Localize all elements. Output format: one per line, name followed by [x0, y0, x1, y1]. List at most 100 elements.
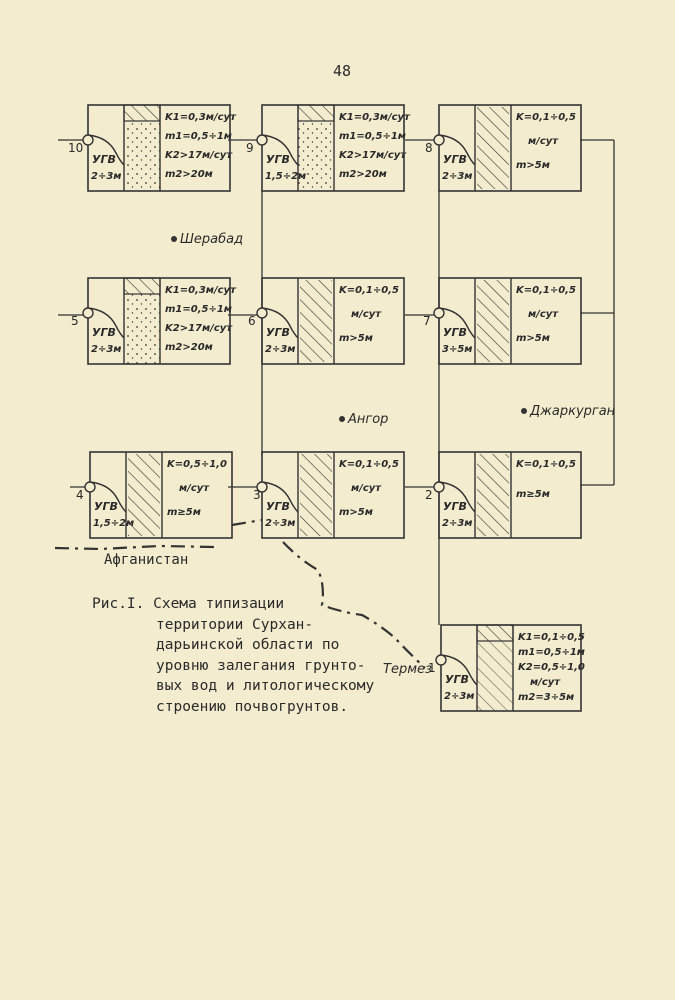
- water-level-curve: [87, 307, 125, 339]
- node-marker: [435, 654, 447, 666]
- water-level-curve: [438, 307, 476, 339]
- param-text: K2=0,5÷1,0: [518, 662, 585, 673]
- param-text: m2>20м: [339, 169, 387, 180]
- ugv-label: УГВ: [92, 153, 116, 166]
- ugv-label: УГВ: [94, 500, 118, 513]
- param-text: K1=0,1÷0,5: [518, 632, 585, 643]
- node-label: 2: [425, 488, 433, 502]
- node-label: 6: [248, 314, 256, 328]
- node-marker: [84, 481, 96, 493]
- node-marker: [433, 134, 445, 146]
- ugv-label: УГВ: [443, 153, 467, 166]
- param-text: м/сут: [528, 136, 559, 147]
- type-box-5: 5УГВ2÷3мK1=0,3м/сутm1=0,5÷1мK2>17м/сутm2…: [71, 277, 237, 365]
- param-text: K=0,1÷0,5: [516, 112, 576, 123]
- node-marker: [256, 481, 268, 493]
- ugv-depth: 1,5÷2м: [93, 518, 134, 529]
- water-level-curve: [89, 481, 127, 513]
- border-lines: [54, 518, 426, 669]
- node-marker: [433, 307, 445, 319]
- param-text: m2=3÷5м: [518, 692, 574, 703]
- param-text: m1=0,5÷1м: [165, 131, 232, 142]
- node-label: 1: [428, 661, 436, 675]
- param-text: m≥5м: [167, 507, 201, 518]
- ugv-label: УГВ: [92, 326, 116, 339]
- param-text: m>5м: [339, 507, 373, 518]
- caption-line: дарьинской области по: [156, 637, 340, 653]
- param-text: m>5м: [516, 333, 550, 344]
- param-text: K=0,5÷1,0: [167, 459, 227, 470]
- water-level-curve: [261, 481, 299, 513]
- param-text: K=0,1÷0,5: [516, 285, 576, 296]
- city-label: Термез: [383, 662, 432, 677]
- node-label: 10: [68, 141, 83, 155]
- node-label: 3: [253, 488, 261, 502]
- ugv-label: УГВ: [445, 673, 469, 686]
- city-label: Шерабад: [180, 232, 243, 247]
- param-text: K=0,1÷0,5: [339, 459, 399, 470]
- ugv-depth: 1,5÷2м: [265, 171, 306, 182]
- ugv-label: УГВ: [443, 500, 467, 513]
- param-text: m1=0,5÷1м: [339, 131, 406, 142]
- param-text: m2>20м: [165, 342, 213, 353]
- type-box-9: 9УГВ1,5÷2мK1=0,3м/сутm1=0,5÷1мK2>17м/сут…: [246, 104, 411, 192]
- node-label: 9: [246, 141, 254, 155]
- node-label: 4: [76, 488, 84, 502]
- param-text: m>5м: [339, 333, 373, 344]
- param-text: m≥5м: [516, 489, 550, 500]
- param-text: K1=0,3м/сут: [165, 285, 237, 296]
- param-text: K=0,1÷0,5: [516, 459, 576, 470]
- node-marker: [256, 307, 268, 319]
- ugv-depth: 3÷5м: [442, 344, 472, 355]
- water-level-curve: [438, 134, 476, 166]
- caption-line: уровню залегания грунто-: [156, 657, 366, 674]
- node-label: 7: [423, 314, 431, 328]
- node-marker: [82, 307, 94, 319]
- caption-line: Рис.I. Схема типизации: [92, 596, 285, 612]
- node-marker: [256, 134, 268, 146]
- param-text: м/сут: [530, 677, 561, 688]
- city-label: Ангор: [347, 412, 388, 427]
- city-dot: [521, 408, 527, 414]
- water-level-curve: [440, 654, 478, 686]
- city-label: Джаркурган: [529, 404, 616, 419]
- ugv-depth: 2÷3м: [265, 344, 295, 355]
- node-label: 8: [425, 141, 433, 155]
- city-dot: [171, 236, 177, 242]
- param-text: K2>17м/сут: [165, 150, 233, 161]
- type-boxes: 10УГВ2÷3мK1=0,3м/сутm1=0,5÷1мK2>17м/сутm…: [68, 104, 585, 712]
- param-text: м/сут: [351, 483, 382, 494]
- ugv-label: УГВ: [266, 500, 290, 513]
- param-text: K2>17м/сут: [165, 323, 233, 334]
- ugv-label: УГВ: [443, 326, 467, 339]
- type-box-10: 10УГВ2÷3мK1=0,3м/сутm1=0,5÷1мK2>17м/сутm…: [68, 104, 237, 192]
- param-text: м/сут: [179, 483, 210, 494]
- type-box-1: 1УГВ2÷3мK1=0,1÷0,5m1=0,5÷1мK2=0,5÷1,0м/с…: [428, 624, 585, 712]
- ugv-depth: 2÷3м: [442, 171, 472, 182]
- param-text: K1=0,3м/сут: [165, 112, 237, 123]
- node-label: 5: [71, 314, 79, 328]
- city-dot: [339, 416, 345, 422]
- country-label: Афганистан: [104, 552, 189, 568]
- water-level-curve: [261, 307, 299, 339]
- caption-line: строению почвогрунтов.: [156, 698, 349, 715]
- param-text: K1=0,3м/сут: [339, 112, 411, 123]
- ugv-depth: 2÷3м: [91, 171, 121, 182]
- ugv-depth: 2÷3м: [442, 518, 472, 529]
- node-marker: [82, 134, 94, 146]
- param-text: м/сут: [351, 309, 382, 320]
- figure-caption: Рис.I. Схема типизации территории Сурхан…: [92, 594, 422, 717]
- param-text: м/сут: [528, 309, 559, 320]
- caption-line: вых вод и литологическому: [156, 678, 375, 694]
- ugv-label: УГВ: [266, 153, 290, 166]
- ugv-depth: 2÷3м: [265, 518, 295, 529]
- water-level-curve: [261, 134, 299, 166]
- ugv-label: УГВ: [266, 326, 290, 339]
